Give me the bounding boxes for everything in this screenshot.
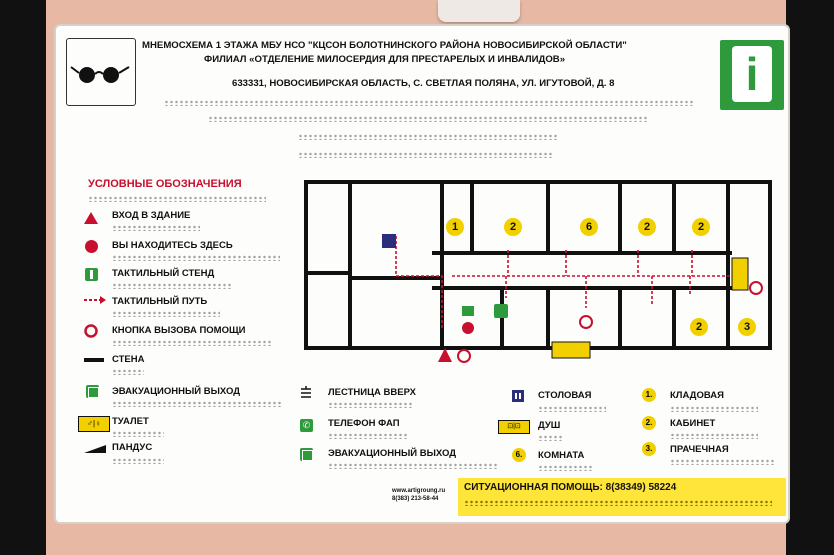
braille-text [298,134,558,140]
shower-icon: ⊡|⊡ [498,420,530,434]
braille-text [88,196,266,202]
stairs-up-icon [301,386,311,398]
braille-text [112,255,280,261]
braille-text [538,465,594,471]
legend-office: КАБИНЕТ [670,418,716,429]
braille-text [328,463,498,469]
legend-ramp: ПАНДУС [112,442,153,453]
tactile-stand-icon [85,268,98,281]
braille-text [112,340,272,346]
legend-toilet: ТУАЛЕТ [112,416,149,427]
braille-text [112,283,232,289]
legend-num-3: 3. [642,442,656,456]
legend-path: ТАКТИЛЬНЫЙ ПУТЬ [112,296,208,307]
braille-text [670,433,758,439]
room-number: 6 [580,218,598,236]
legend-wall: СТЕНА [112,354,145,365]
legend-laundry: ПРАЧЕЧНАЯ [670,444,729,455]
legend-num-1: 1. [642,388,656,402]
tactile-board: МНЕМОСХЕМА 1 ЭТАЖА МБУ НСО "КЦСОН БОЛОТН… [54,24,790,524]
legend-exit: ЭВАКУАЦИОННЫЙ ВЫХОД [112,386,241,397]
footer-phone: 8(383) 213-58-44 [392,496,439,502]
braille-text [464,500,772,506]
entrance-marker [438,348,471,363]
legend-stand: ТАКТИЛЬНЫЙ СТЕНД [112,268,215,279]
legend-stairs: ЛЕСТНИЦА ВВЕРХ [328,387,416,398]
room-number: 2 [504,218,522,236]
legend-entrance: ВХОД В ЗДАНИЕ [112,210,191,221]
braille-text [538,406,606,412]
legend-canteen: СТОЛОВАЯ [538,390,592,401]
braille-text [298,152,553,158]
room-number: 3 [738,318,756,336]
legend-shower: ДУШ [538,420,561,431]
header-line1: МНЕМОСХЕМА 1 ЭТАЖА МБУ НСО "КЦСОН БОЛОТН… [142,40,627,51]
header-line3: 633331, НОВОСИБИРСКАЯ ОБЛАСТЬ, С. СВЕТЛА… [232,78,615,89]
legend-help-button: КНОПКА ВЫЗОВА ПОМОЩИ [112,325,246,336]
legend-exit-2: ЭВАКУАЦИОННЫЙ ВЫХОД [328,448,457,459]
wall-icon [84,358,104,362]
braille-text [112,311,220,317]
entrance-icon [84,212,98,224]
braille-text [112,369,144,375]
header-line2: ФИЛИАЛ «ОТДЕЛЕНИЕ МИЛОСЕРДИЯ ДЛЯ ПРЕСТАР… [204,54,566,65]
legend-storage: КЛАДОВАЯ [670,390,724,401]
braille-text [164,100,694,106]
legend-title: УСЛОВНЫЕ ОБОЗНАЧЕНИЯ [88,178,242,190]
help-banner: СИТУАЦИОННАЯ ПОМОЩЬ: 8(38349) 58224 [458,478,786,516]
help-phone: СИТУАЦИОННАЯ ПОМОЩЬ: 8(38349) 58224 [464,482,677,493]
room-number: 1 [446,218,464,236]
help-button-icon [84,324,98,338]
braille-text [112,458,164,464]
braille-text [328,402,414,408]
glasses-icon [66,38,136,106]
braille-text [112,225,200,231]
braille-text [670,406,758,412]
ramp-icon [84,445,106,453]
braille-text [112,401,282,407]
evacuation-exit-icon [86,385,99,398]
info-icon: i [720,40,784,110]
braille-text [208,116,648,122]
braille-text [670,459,774,465]
phone-icon: ✆ [300,419,313,432]
legend-phone: ТЕЛЕФОН ФАП [328,418,400,429]
legend-room: КОМНАТА [538,450,585,461]
room-number: 2 [692,218,710,236]
canteen-icon [512,390,524,402]
you-are-here-icon [85,240,98,253]
footer-site: www.artigroung.ru [392,488,446,494]
room-number: 2 [690,318,708,336]
braille-text [538,435,564,441]
tactile-path-icon [84,296,106,304]
legend-num-2: 2. [642,416,656,430]
room-number: 2 [638,218,656,236]
toilet-icon: ♂|♀ [78,416,110,432]
floor-plan [304,180,772,359]
legend-here: ВЫ НАХОДИТЕСЬ ЗДЕСЬ [112,240,233,251]
braille-text [328,433,408,439]
legend-room-number: 6. [512,448,526,462]
evacuation-exit-icon-2 [300,448,313,461]
wall-object [438,0,520,22]
braille-text [112,431,164,437]
